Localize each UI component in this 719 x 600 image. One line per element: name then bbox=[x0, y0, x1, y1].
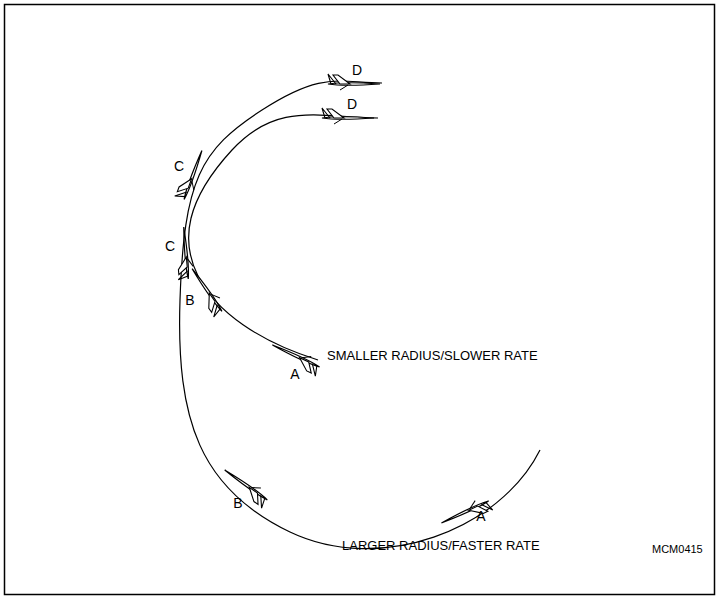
frame bbox=[5, 5, 715, 595]
point-letter: D bbox=[352, 63, 362, 77]
point-letter: B bbox=[233, 496, 242, 510]
point-letter: A bbox=[290, 367, 299, 381]
figure-number: MCM0415 bbox=[652, 544, 703, 555]
aircraft bbox=[175, 147, 208, 201]
large-radius-path bbox=[180, 81, 540, 549]
point-letter: D bbox=[347, 97, 357, 111]
aircraft bbox=[184, 265, 227, 317]
path-caption: SMALLER RADIUS/SLOWER RATE bbox=[327, 349, 538, 362]
point-letter: A bbox=[476, 509, 485, 523]
point-letter: C bbox=[174, 159, 184, 173]
point-letter: C bbox=[165, 239, 175, 253]
point-letter: B bbox=[185, 293, 194, 307]
aircraft bbox=[219, 465, 271, 508]
small-radius-path bbox=[189, 115, 378, 360]
path-caption: LARGER RADIUS/FASTER RATE bbox=[342, 539, 540, 552]
aircraft bbox=[174, 227, 194, 280]
aircraft bbox=[439, 496, 493, 532]
